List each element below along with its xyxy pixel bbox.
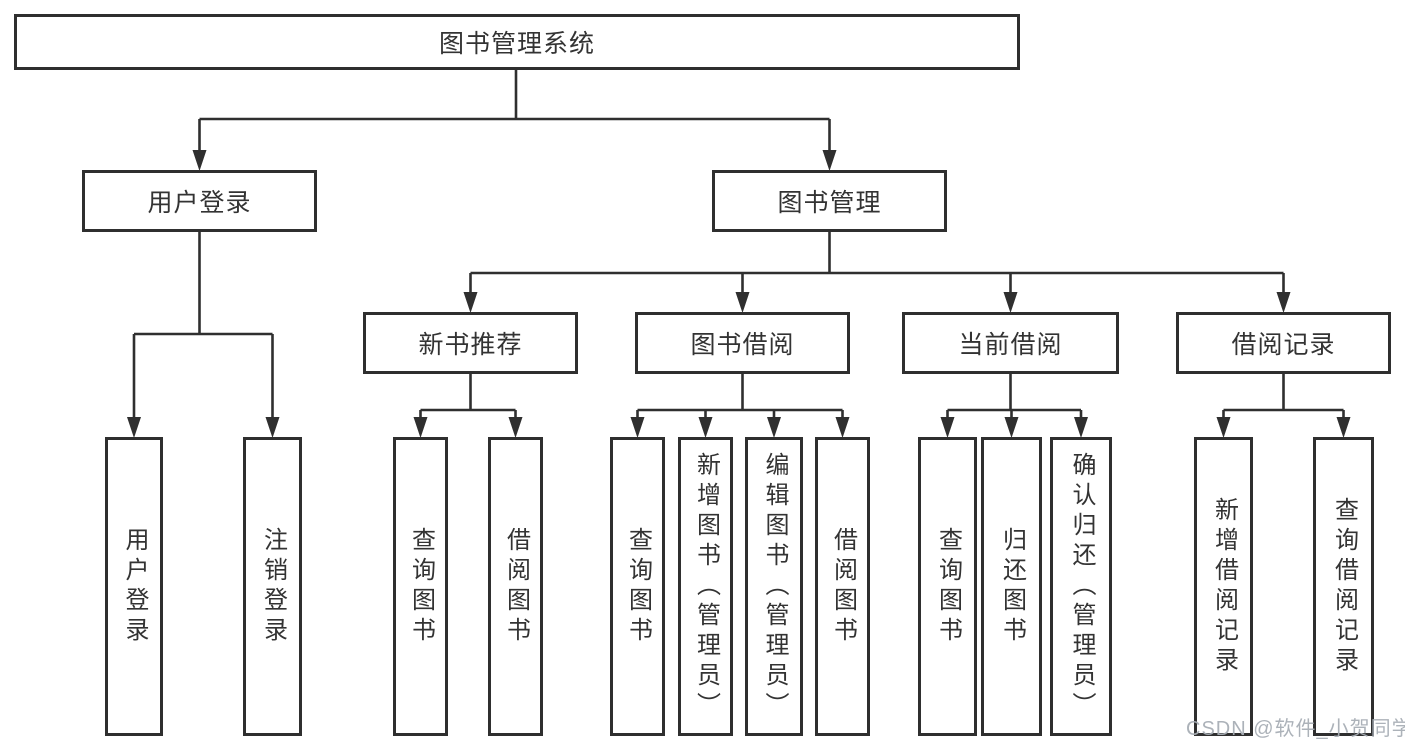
node-label: 新书推荐 bbox=[418, 331, 523, 359]
leaf-add-borrowing-record: 新增借阅记录 bbox=[1194, 437, 1253, 736]
leaf-label: 查询借阅记录 bbox=[1330, 496, 1358, 677]
leaf-query-borrowing-record: 查询借阅记录 bbox=[1313, 437, 1374, 736]
node-label: 用户登录 bbox=[147, 189, 252, 217]
leaf-label: 确认归还（管理员） bbox=[1068, 451, 1095, 722]
leaf-label: 借阅图书 bbox=[502, 526, 530, 647]
node-borrowing-records: 借阅记录 bbox=[1176, 312, 1391, 374]
leaf-label: 编辑图书（管理员） bbox=[761, 451, 788, 722]
leaf-borrow-books: 借阅图书 bbox=[815, 437, 870, 736]
node-user-login: 用户登录 bbox=[82, 170, 317, 232]
leaf-label: 新增图书（管理员） bbox=[692, 451, 720, 722]
leaf-confirm-return-admin: 确认归还（管理员） bbox=[1050, 437, 1112, 736]
leaf-logout: 注销登录 bbox=[243, 437, 302, 736]
leaf-edit-books-admin: 编辑图书（管理员） bbox=[745, 437, 803, 736]
node-new-book-recommendation: 新书推荐 bbox=[363, 312, 578, 374]
node-current-borrowing: 当前借阅 bbox=[902, 312, 1119, 374]
node-library-management-system: 图书管理系统 bbox=[14, 14, 1020, 70]
leaf-label: 查询图书 bbox=[624, 526, 652, 647]
leaf-user-login: 用户登录 bbox=[105, 437, 163, 736]
leaf-add-books-admin: 新增图书（管理员） bbox=[678, 437, 733, 736]
leaf-label: 归还图书 bbox=[998, 526, 1026, 647]
node-label: 当前借阅 bbox=[958, 331, 1063, 359]
node-label: 图书管理 bbox=[777, 189, 882, 217]
node-book-management: 图书管理 bbox=[712, 170, 947, 232]
leaf-query-books: 查询图书 bbox=[393, 437, 448, 736]
node-label: 借阅记录 bbox=[1231, 331, 1336, 359]
node-label: 图书管理系统 bbox=[438, 30, 595, 58]
leaf-label: 注销登录 bbox=[259, 526, 287, 647]
node-label: 图书借阅 bbox=[690, 331, 795, 359]
leaf-label: 新增借阅记录 bbox=[1210, 496, 1238, 677]
leaf-label: 查询图书 bbox=[934, 526, 962, 647]
leaf-return-books: 归还图书 bbox=[981, 437, 1042, 736]
node-book-borrowing: 图书借阅 bbox=[635, 312, 850, 374]
leaf-query-books: 查询图书 bbox=[918, 437, 977, 736]
leaf-query-books: 查询图书 bbox=[610, 437, 665, 736]
leaf-label: 查询图书 bbox=[407, 526, 435, 647]
leaf-borrow-books: 借阅图书 bbox=[488, 437, 543, 736]
leaf-label: 用户登录 bbox=[121, 526, 148, 647]
csdn-watermark: CSDN @软件_小贺同学 bbox=[1186, 718, 1405, 740]
leaf-label: 借阅图书 bbox=[829, 526, 857, 647]
